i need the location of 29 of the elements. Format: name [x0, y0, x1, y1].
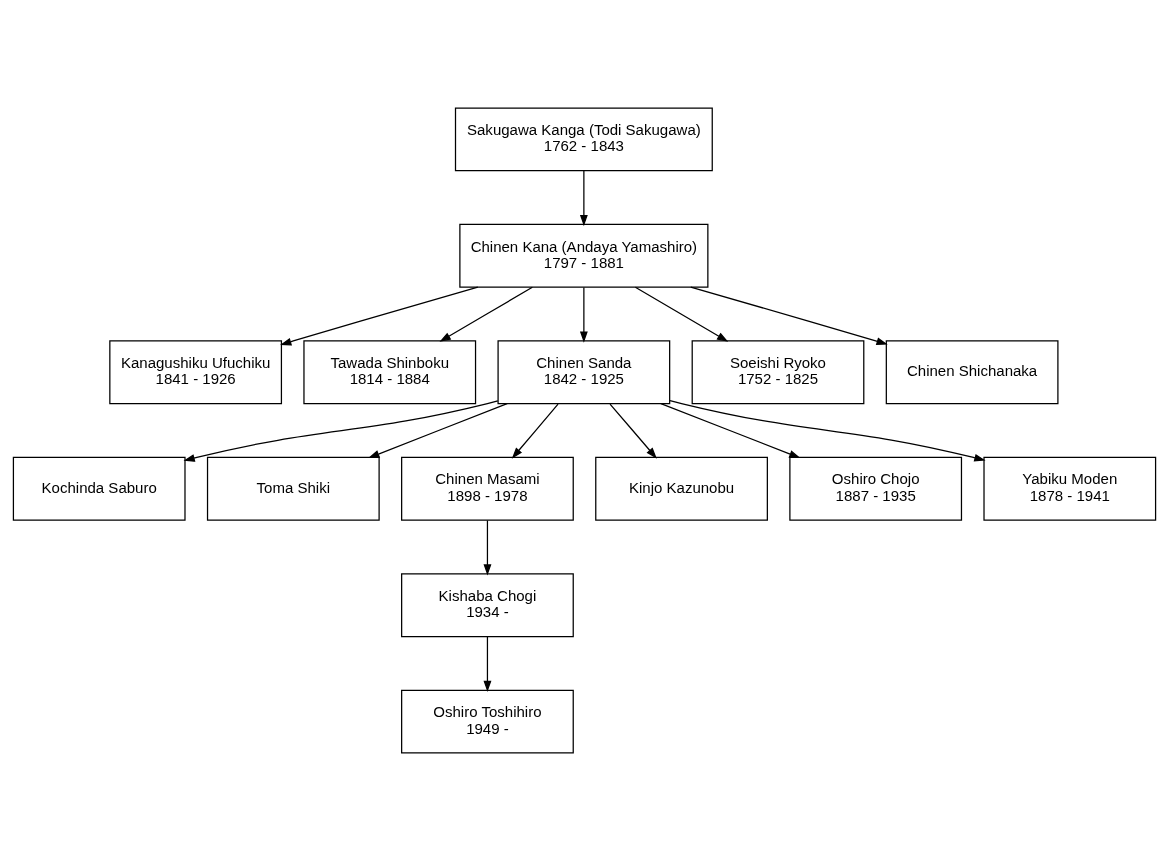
- arrow: [483, 635, 492, 692]
- node-box: Soeishi Ryoko 1752 - 1825: [691, 339, 865, 404]
- arrow: [483, 519, 492, 576]
- arrow: [634, 286, 729, 342]
- node-box: Chinen Sanda 1842 - 1925: [497, 339, 671, 404]
- arrow: [669, 399, 986, 462]
- node-box: Sakugawa Kanga (Todi Sakugawa) 1762 - 1843: [454, 106, 713, 171]
- node-box: Kochinda Saburo: [12, 456, 186, 521]
- arrow: [660, 402, 801, 458]
- arrow: [439, 286, 533, 342]
- node-box: Chinen Shichanaka: [885, 339, 1059, 404]
- arrow: [609, 402, 657, 459]
- node-box: Tawada Shinboku 1814 - 1884: [303, 339, 477, 404]
- node-box: Yabiku Moden 1878 - 1941: [983, 456, 1157, 521]
- arrow: [280, 286, 479, 345]
- node-box: Kinjo Kazunobu: [595, 456, 768, 521]
- arrow: [579, 170, 588, 226]
- node-box: Kanagushiku Ufuchiku 1841 - 1926: [109, 339, 283, 404]
- node-box: Oshiro Toshihiro 1949 -: [401, 689, 574, 754]
- node-box: Oshiro Chojo 1887 - 1935: [789, 456, 963, 521]
- node-box: Chinen Kana (Andaya Yamashiro) 1797 - 1881: [459, 223, 709, 288]
- arrow: [368, 402, 508, 458]
- node-box: Toma Shiki: [206, 456, 380, 521]
- arrow: [183, 399, 499, 462]
- arrow: [511, 402, 559, 459]
- arrow: [579, 286, 588, 343]
- node-box: Kishaba Chogi 1934 -: [401, 572, 574, 637]
- node-box: Chinen Masami 1898 - 1978: [401, 456, 574, 521]
- arrow: [690, 286, 888, 345]
